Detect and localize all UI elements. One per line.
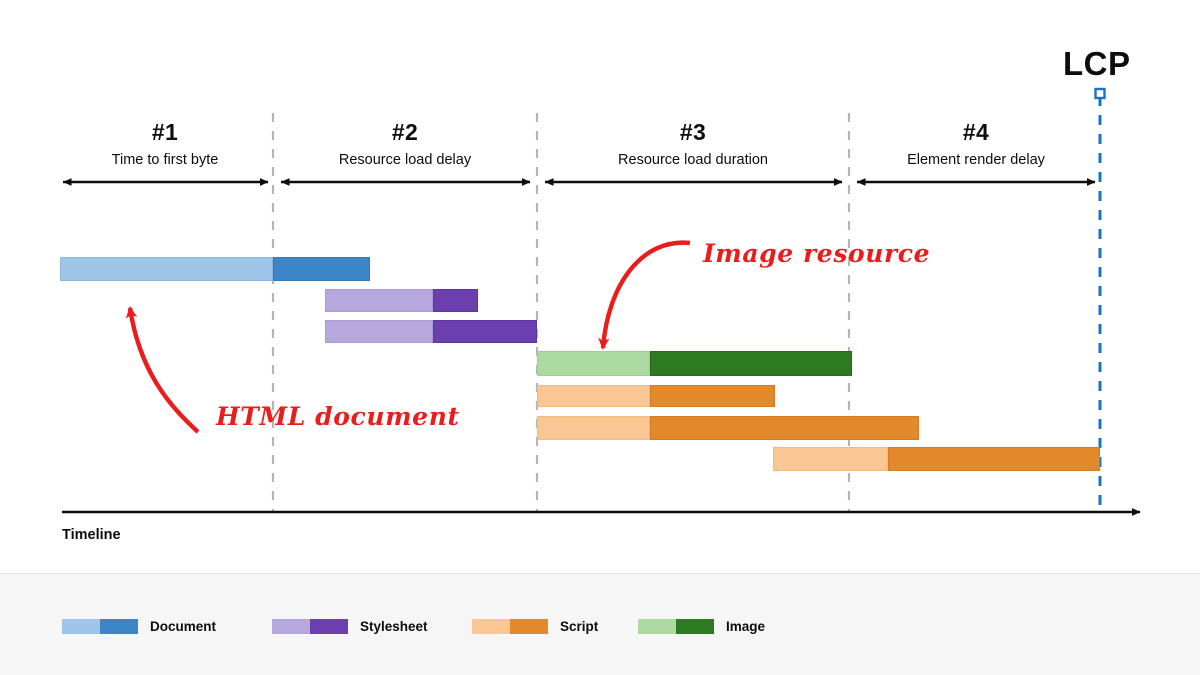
legend-item-script: Script — [472, 618, 598, 634]
legend-label-stylesheet: Stylesheet — [360, 618, 428, 634]
legend-label-document: Document — [150, 618, 217, 634]
bar-segment-light — [773, 447, 888, 471]
bar-segment-dark — [650, 385, 775, 407]
resource-bar-stylesheet-2 — [325, 320, 537, 343]
legend-item-document: Document — [62, 618, 216, 634]
resource-bar-stylesheet-1 — [325, 289, 478, 312]
phase-label-2: Resource load delay — [338, 152, 472, 168]
resource-bar-document-1 — [60, 257, 370, 281]
resource-bar-script-3 — [773, 447, 1100, 471]
annotation-image-resource: Image resource — [703, 239, 931, 268]
legend-swatch-stylesheet — [272, 618, 348, 634]
legend-item-image: Image — [638, 618, 765, 634]
annotation-html-document: HTML document — [216, 402, 460, 431]
bar-segment-light — [537, 416, 650, 440]
bar-segment-dark — [888, 447, 1100, 471]
bar-segment-dark — [273, 257, 370, 281]
phase-label-1: Time to first byte — [111, 152, 219, 168]
legend-swatch-dark — [676, 618, 714, 634]
resource-bar-script-1 — [537, 385, 775, 407]
phase-number-1: #1 — [151, 119, 179, 145]
phase-number-4: #4 — [962, 119, 990, 145]
resource-bar-script-2 — [537, 416, 919, 440]
bar-segment-dark — [650, 351, 852, 376]
phase-label-4: Element render delay — [907, 152, 1045, 168]
bar-segment-light — [325, 320, 433, 343]
bar-segment-light — [537, 351, 650, 376]
bar-segment-dark — [433, 289, 478, 312]
lcp-label: LCP — [1063, 45, 1131, 82]
legend-swatch-dark — [510, 618, 548, 634]
bar-segment-dark — [433, 320, 537, 343]
bar-segment-light — [325, 289, 433, 312]
legend-swatch-light — [62, 618, 100, 634]
lcp-marker-square — [1094, 87, 1106, 100]
phase-label-3: Resource load duration — [618, 152, 768, 168]
legend-swatch-light — [472, 618, 510, 634]
legend-swatch-dark — [100, 618, 138, 634]
legend-label-script: Script — [560, 618, 599, 634]
resource-bar-image-1 — [537, 351, 852, 376]
timeline-axis-label: Timeline — [62, 527, 121, 543]
legend-swatch-image — [638, 618, 714, 634]
legend-label-image: Image — [726, 618, 766, 634]
legend-swatch-light — [638, 618, 676, 634]
phase-number-3: #3 — [679, 119, 707, 145]
legend-swatch-script — [472, 618, 548, 634]
legend-swatch-document — [62, 618, 138, 634]
legend-swatch-light — [272, 618, 310, 634]
bar-segment-dark — [650, 416, 919, 440]
legend-swatch-dark — [310, 618, 348, 634]
bar-segment-light — [537, 385, 650, 407]
phase-number-2: #2 — [391, 119, 419, 145]
image-resource-annotation-arrow — [598, 240, 691, 350]
legend-item-stylesheet: Stylesheet — [272, 618, 428, 634]
html-document-annotation-arrow — [125, 306, 200, 434]
bar-segment-light — [60, 257, 273, 281]
legend-footer — [0, 573, 1200, 675]
